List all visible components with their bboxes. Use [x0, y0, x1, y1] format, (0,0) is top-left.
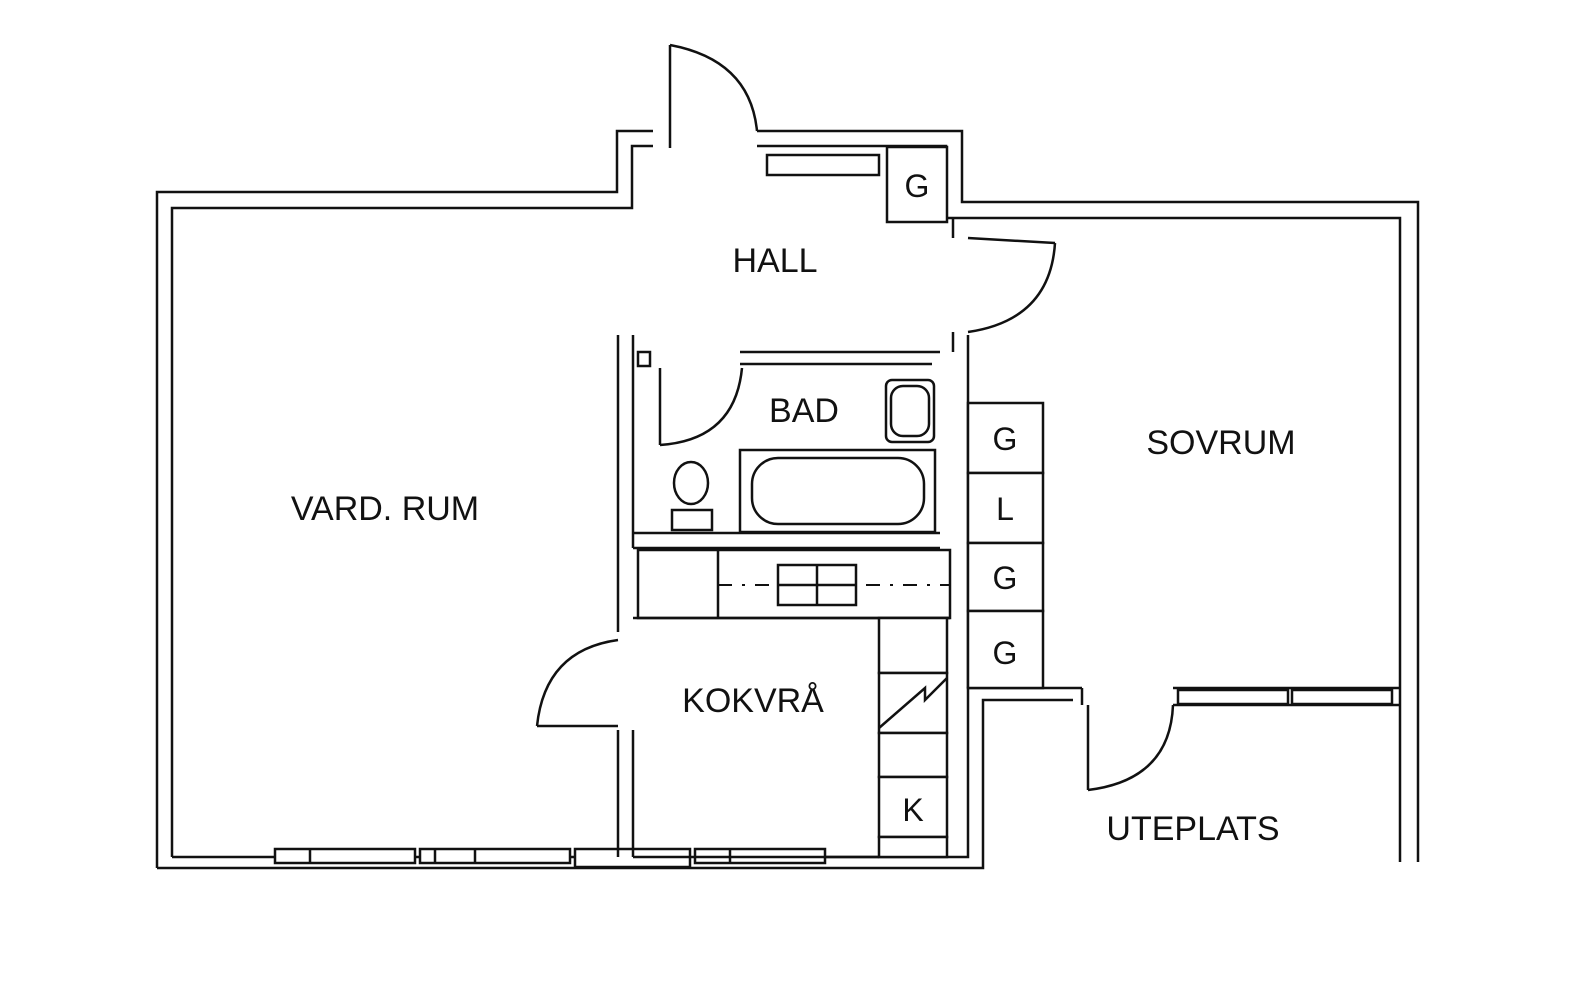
fridge-label: K [902, 792, 923, 828]
balcony-door-swing [1087, 704, 1175, 792]
kitchen-fixtures: K [633, 548, 952, 859]
fridge [877, 775, 949, 839]
bad-door-swing [659, 367, 744, 447]
room-label-uteplats: UTEPLATS [1106, 810, 1279, 848]
hall-shelf [765, 153, 881, 177]
bedroom-wardrobes: G L G G [966, 401, 1045, 690]
toilet [672, 460, 710, 506]
hall-wardrobe-label: G [905, 168, 930, 204]
wardrobe-l-label: L [996, 491, 1014, 527]
room-label-sovrum: SOVRUM [1146, 424, 1295, 462]
wardrobe-g3 [966, 609, 1045, 690]
room-label-bad: BAD [769, 392, 839, 430]
wardrobe-g2-label: G [993, 560, 1018, 596]
bathroom-fixtures [670, 378, 937, 534]
stove [877, 671, 949, 735]
hall-fixtures: G [765, 145, 949, 224]
hall-wardrobe [885, 145, 949, 224]
wardrobe-g3-label: G [993, 635, 1018, 671]
room-label-hall: HALL [732, 242, 817, 280]
wardrobe-g1-label: G [993, 421, 1018, 457]
kitchen-door-swing [535, 638, 619, 727]
entrance-door-swing [669, 43, 759, 132]
wardrobe-g1 [966, 401, 1045, 475]
room-label-kokvra: KOKVRÅ [682, 682, 824, 720]
room-labels: HALL BAD VARD. RUM SOVRUM KOKVRÅ UTEPLAT… [291, 242, 1296, 848]
sovrum-door-swing [967, 242, 1057, 334]
wardrobe-g2 [966, 541, 1045, 613]
outer-walls [155, 129, 1420, 870]
room-label-vardrum: VARD. RUM [291, 490, 479, 528]
doors [535, 43, 1175, 792]
